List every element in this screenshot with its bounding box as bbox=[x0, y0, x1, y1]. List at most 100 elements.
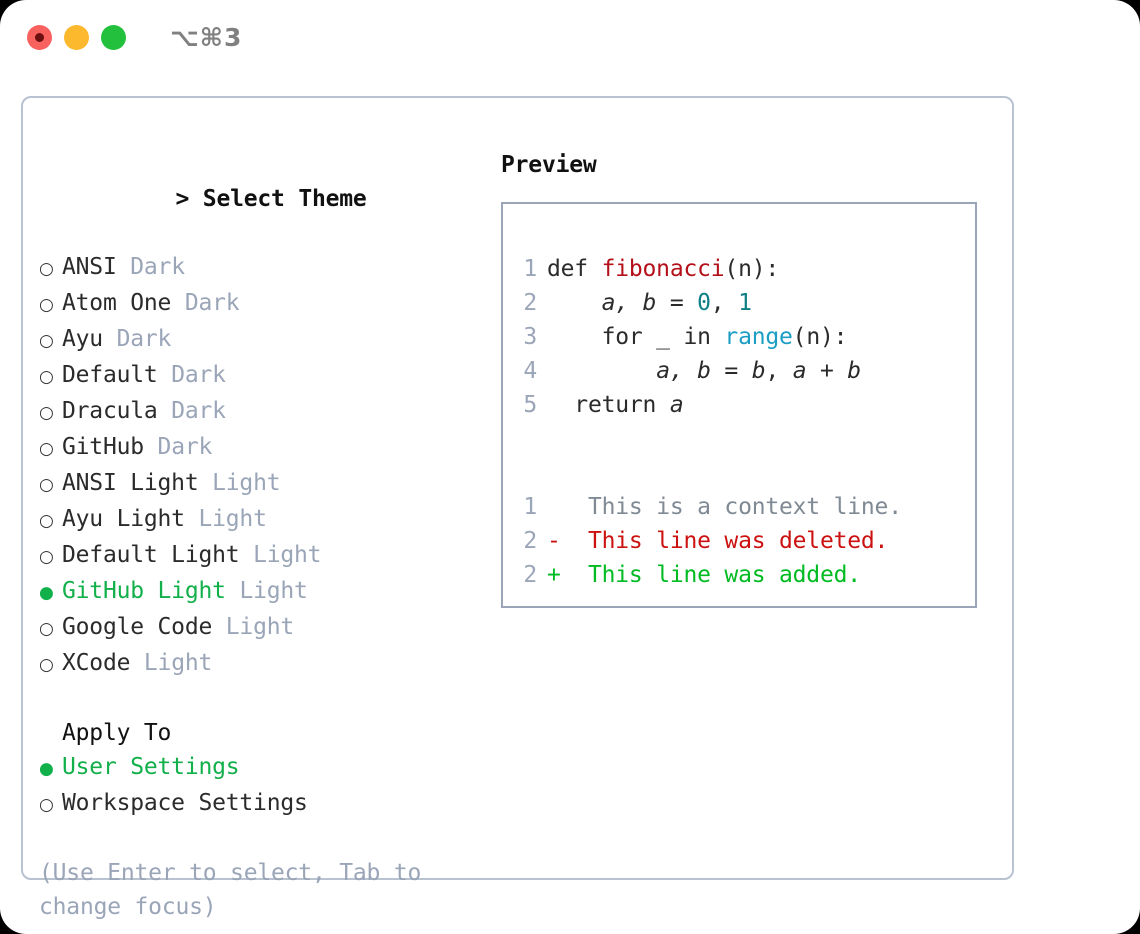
theme-item-ayu-light[interactable]: ○Ayu Light Light bbox=[39, 502, 479, 538]
token-num: 1 bbox=[738, 290, 752, 316]
theme-category-tag: Dark bbox=[171, 398, 226, 424]
diff-sample: 1 This is a context line.2- This line wa… bbox=[503, 490, 975, 592]
apply-to-list[interactable]: ●User Settings○Workspace Settings bbox=[39, 750, 479, 822]
theme-name: Atom One bbox=[62, 290, 172, 316]
token-fn: fibonacci bbox=[601, 256, 725, 282]
gap bbox=[198, 466, 212, 500]
theme-item-dracula[interactable]: ○ Dracula Dark bbox=[39, 394, 479, 430]
radio-selected-icon: ● bbox=[39, 759, 54, 779]
panel-columns: > Select Theme ○ANSI Dark○Atom One Dark○… bbox=[23, 98, 1012, 920]
theme-item-default[interactable]: ○Default Dark bbox=[39, 358, 479, 394]
gap bbox=[561, 490, 588, 524]
theme-name: Google Code bbox=[62, 614, 213, 640]
minimize-window-button[interactable] bbox=[64, 25, 89, 50]
radio-unselected-icon: ○ bbox=[39, 403, 54, 423]
select-theme-title: Select Theme bbox=[202, 186, 367, 212]
diff-text: This line was added. bbox=[587, 562, 861, 588]
theme-category-tag: Dark bbox=[184, 290, 240, 316]
radio-unselected-icon: ○ bbox=[39, 511, 54, 531]
token-punc bbox=[547, 290, 602, 316]
line-number: 2 bbox=[523, 290, 537, 316]
diff-sign: + bbox=[547, 562, 561, 588]
line-number: 4 bbox=[523, 358, 537, 384]
list-spacer bbox=[39, 682, 479, 716]
gap bbox=[561, 524, 588, 558]
code-text: for _ in range(n): bbox=[547, 320, 848, 354]
preview-title: Preview bbox=[501, 152, 597, 178]
theme-name: Default bbox=[62, 362, 158, 388]
hint-spacer bbox=[39, 822, 479, 856]
token-var: a, b bbox=[656, 358, 711, 384]
gap bbox=[117, 250, 131, 284]
theme-item-github-light[interactable]: ●GitHub Light Light bbox=[39, 574, 479, 610]
code-gap bbox=[503, 422, 975, 456]
code-line: 3 for _ in range(n): bbox=[503, 320, 975, 354]
keyboard-hint: (Use Enter to select, Tab to change focu… bbox=[39, 860, 435, 920]
gap bbox=[130, 646, 144, 680]
theme-name: Ayu bbox=[62, 326, 103, 352]
gap bbox=[144, 430, 158, 464]
token-punc: (n): bbox=[724, 256, 780, 282]
theme-name: Dracula bbox=[62, 398, 158, 424]
radio-unselected-icon: ○ bbox=[39, 295, 54, 315]
close-window-button[interactable] bbox=[27, 25, 52, 50]
theme-item-xcode[interactable]: ○ XCode Light bbox=[39, 646, 479, 682]
traffic-lights bbox=[27, 25, 126, 50]
gap bbox=[212, 610, 226, 644]
theme-item-ansi[interactable]: ○ANSI Dark bbox=[39, 250, 479, 286]
theme-category-tag: Light bbox=[143, 650, 213, 676]
maximize-window-button[interactable] bbox=[101, 25, 126, 50]
line-number: 2 bbox=[523, 562, 537, 588]
code-line: 5 return a bbox=[503, 388, 975, 422]
token-punc: + bbox=[806, 358, 848, 384]
token-punc: , bbox=[765, 358, 793, 384]
code-text: a, b = 0, 1 bbox=[547, 286, 752, 320]
token-kw: return bbox=[547, 392, 670, 418]
gap bbox=[561, 558, 588, 592]
diff-sign bbox=[547, 490, 561, 524]
radio-unselected-icon: ○ bbox=[39, 619, 54, 639]
gap bbox=[185, 502, 199, 536]
theme-item-atom-one[interactable]: ○ Atom One Dark bbox=[39, 286, 479, 322]
theme-name: GitHub Light bbox=[62, 578, 226, 604]
theme-item-ansi-light[interactable]: ○ANSI Light Light bbox=[39, 466, 479, 502]
gap bbox=[103, 322, 117, 356]
radio-unselected-icon: ○ bbox=[39, 439, 54, 459]
radio-unselected-icon: ○ bbox=[39, 331, 54, 351]
token-kw: def bbox=[547, 256, 602, 282]
code-line: 2 a, b = 0, 1 bbox=[503, 286, 975, 320]
theme-picker-column: > Select Theme ○ANSI Dark○Atom One Dark○… bbox=[39, 148, 479, 924]
gap bbox=[226, 574, 240, 608]
code-text: def fibonacci(n): bbox=[547, 252, 779, 286]
apply-to-item-workspace-settings[interactable]: ○Workspace Settings bbox=[39, 786, 479, 822]
radio-unselected-icon: ○ bbox=[39, 547, 54, 567]
theme-list[interactable]: ○ANSI Dark○Atom One Dark○Ayu Dark○Defaul… bbox=[39, 250, 479, 682]
apply-to-item-user-settings[interactable]: ●User Settings bbox=[39, 750, 479, 786]
theme-name: Ayu Light bbox=[62, 506, 185, 532]
token-var: b bbox=[751, 358, 766, 384]
line-number: 5 bbox=[523, 392, 537, 418]
gap bbox=[171, 286, 185, 320]
radio-unselected-icon: ○ bbox=[39, 655, 54, 675]
theme-name: XCode bbox=[62, 650, 131, 676]
diff-line-ctx: 1 This is a context line. bbox=[503, 490, 975, 524]
theme-item-default-light[interactable]: ○Default Light Light bbox=[39, 538, 479, 574]
theme-item-google-code[interactable]: ○ Google Code Light bbox=[39, 610, 479, 646]
title-bar: ⌥⌘3 bbox=[0, 0, 1140, 78]
gap bbox=[158, 394, 172, 428]
token-punc: (n): bbox=[792, 324, 848, 350]
gap bbox=[158, 358, 172, 392]
theme-name: ANSI Light bbox=[62, 470, 199, 496]
theme-item-ayu[interactable]: ○Ayu Dark bbox=[39, 322, 479, 358]
token-var: b bbox=[847, 358, 861, 384]
theme-category-tag: Light bbox=[225, 614, 295, 640]
keyboard-shortcut-label: ⌥⌘3 bbox=[170, 23, 243, 52]
radio-unselected-icon: ○ bbox=[39, 367, 54, 387]
theme-category-tag: Dark bbox=[130, 254, 185, 280]
line-number: 1 bbox=[523, 494, 537, 520]
theme-item-github[interactable]: ○GitHub Dark bbox=[39, 430, 479, 466]
